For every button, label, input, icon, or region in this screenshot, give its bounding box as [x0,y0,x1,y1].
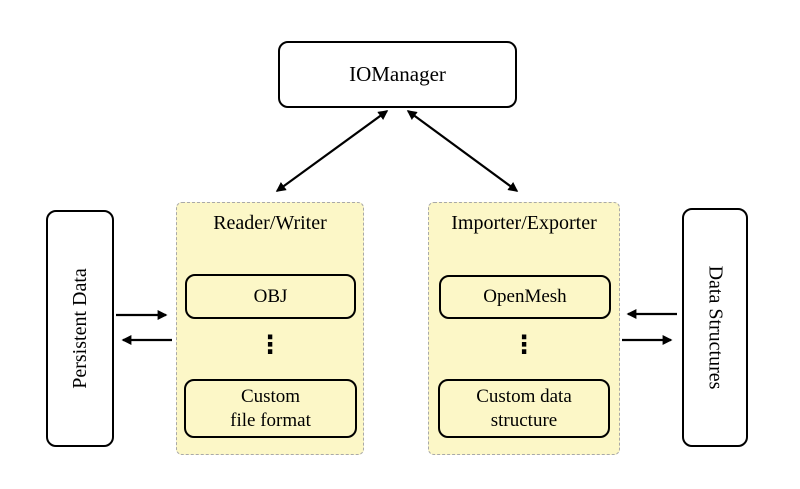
obj-label: OBJ [253,285,288,307]
arrow-iomanager-importerexporter [406,110,519,192]
openmesh-label: OpenMesh [483,286,567,308]
data-structures-label: Data Structures [704,265,727,390]
node-openmesh: OpenMesh [439,275,611,319]
custom-data-structure-line1: Custom data [476,385,572,407]
reader-writer-title: Reader/Writer [213,212,327,234]
iomanager-label: IOManager [349,62,446,86]
node-custom-data-structure: Custom data structure [438,379,610,438]
vertical-ellipsis-icon: ⋮ [511,330,537,359]
group-reader-writer: Reader/Writer OBJ ⋮ Custom file format [176,202,364,455]
node-obj: OBJ [185,274,356,319]
node-custom-file-format: Custom file format [184,379,357,438]
custom-file-format-line2: file format [230,409,311,431]
custom-data-structure-line2: structure [490,409,558,431]
node-data-structures: Data Structures [682,208,748,447]
custom-file-format-line1: Custom [240,385,301,407]
importer-exporter-title: Importer/Exporter [451,212,597,234]
vertical-ellipsis-icon: ⋮ [257,330,283,359]
arrow-iomanager-readerwriter [275,110,389,192]
group-importer-exporter: Importer/Exporter OpenMesh ⋮ Custom data… [428,202,620,455]
node-iomanager: IOManager [278,41,517,108]
persistent-data-label: Persistent Data [68,268,91,389]
node-persistent-data: Persistent Data [46,210,114,447]
